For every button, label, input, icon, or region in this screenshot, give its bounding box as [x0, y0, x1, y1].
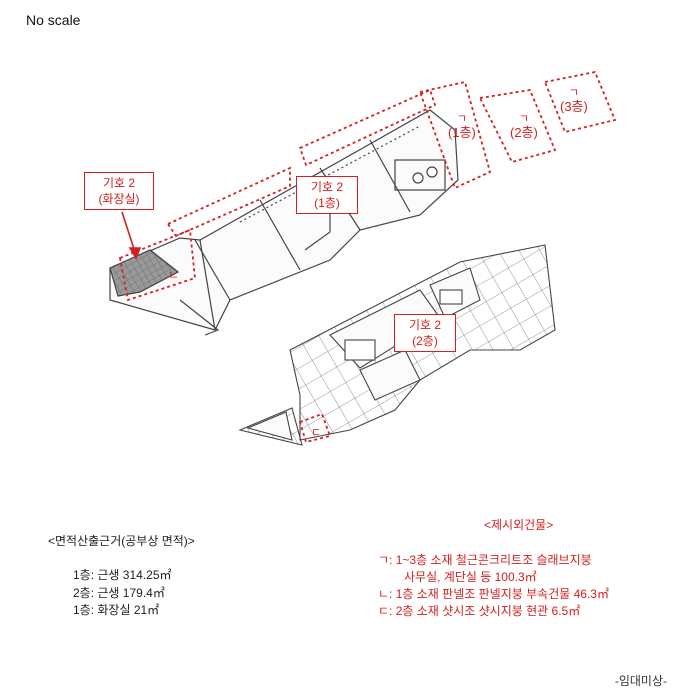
callout-floor2-line1: 기호 2 [408, 318, 442, 332]
excluded-buildings-title: <제시외건물> [484, 518, 554, 532]
callout-floor2-line2: (2층) [412, 334, 438, 348]
callout-toilet: 기호 2 (화장실) [84, 172, 154, 210]
red-dashed-outlines [118, 70, 617, 444]
floor-tag-2f: ㄱ (2층) [510, 112, 538, 140]
toilet-arrow [121, 211, 142, 260]
floor-tag-1f-label: (1층) [448, 125, 476, 140]
excluded-row-nieun: ㄴ: 1층 소재 판넬조 판넬지붕 부속건물 46.3㎡ [378, 587, 609, 601]
floor-tag-1f: ㄱ (1층) [448, 112, 476, 140]
callout-floor1-line1: 기호 2 [310, 180, 344, 194]
excluded-row-giyeok: ㄱ: 1~3층 소재 철근콘크리트조 슬래브지붕 [378, 553, 592, 567]
area-row-1f: 1층: 근생 314.25㎡ [73, 568, 172, 582]
floor-plan-drawing [109, 70, 617, 446]
area-calc-title: <면적산출근거(공부상 면적)> [48, 534, 195, 548]
callout-floor1: 기호 2 (1층) [296, 176, 358, 214]
area-row-2f: 2층: 근생 179.4㎡ [73, 586, 165, 600]
excluded-row-giyeok-cont: 사무실, 계단실 등 100.3㎡ [404, 570, 537, 584]
floor-tag-1f-glyph: ㄱ [456, 113, 467, 125]
callout-floor2: 기호 2 (2층) [394, 314, 456, 352]
floor-tag-3f: ㄱ (3층) [560, 86, 588, 114]
scale-note: No scale [26, 12, 81, 28]
mark-digeut: ㄷ [311, 427, 322, 439]
excluded-row-digeut: ㄷ: 2층 소재 샷시조 샷시지붕 현관 6.5㎡ [378, 604, 581, 618]
mark-nieun: ㄴ [168, 268, 180, 282]
area-row-toilet: 1층: 화장실 21㎡ [73, 603, 160, 617]
floor-tag-2f-label: (2층) [510, 125, 538, 140]
floor-tag-2f-glyph: ㄱ [518, 113, 529, 125]
floor-tag-3f-glyph: ㄱ [568, 87, 579, 99]
callout-toilet-line1: 기호 2 [102, 176, 136, 190]
footer-note: -임대미상- [614, 674, 667, 688]
floor-tag-3f-label: (3층) [560, 99, 588, 114]
callout-floor1-line2: (1층) [314, 196, 340, 210]
callout-toilet-line2: (화장실) [98, 192, 140, 206]
